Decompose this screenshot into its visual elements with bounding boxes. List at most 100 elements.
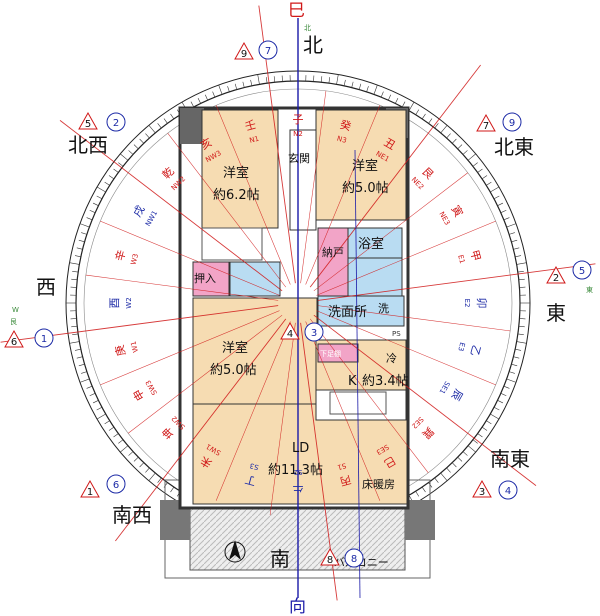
degree-tick	[477, 433, 483, 438]
degree-tick	[481, 426, 488, 431]
degree-tick	[92, 202, 99, 206]
marker-triangle-number: 4	[287, 329, 293, 340]
marker-triangle-icon	[476, 113, 496, 132]
direction-north: 北	[303, 33, 323, 57]
sector-line	[316, 310, 496, 386]
degree-tick	[446, 133, 451, 139]
degree-tick	[421, 113, 426, 120]
sector-code: N3	[336, 135, 347, 145]
degree-tick	[477, 168, 483, 173]
degree-tick	[462, 451, 468, 456]
degree-tick	[163, 118, 168, 124]
degree-tick	[518, 278, 525, 281]
marker-circle-icon	[498, 480, 518, 500]
degree-tick	[516, 262, 527, 265]
sector-line	[215, 321, 291, 501]
marker-triangle-icon	[320, 547, 340, 566]
sector-line	[85, 274, 279, 301]
degree-tick	[493, 195, 500, 200]
sector-code: SE1	[438, 380, 452, 396]
sector-code: E2	[463, 299, 471, 308]
degree-tick	[434, 123, 439, 129]
sector-line	[300, 90, 327, 284]
sector-code: NE2	[410, 176, 426, 192]
degree-tick	[503, 385, 510, 389]
sector-glyph: 子	[293, 113, 304, 126]
sector-glyph: 卯	[475, 298, 488, 309]
degree-tick	[451, 462, 457, 468]
degree-tick	[358, 83, 362, 90]
axis-bottom-label: 向	[289, 597, 306, 616]
degree-tick	[108, 175, 115, 180]
degree-tick	[78, 363, 85, 367]
marker-circle-number: 7	[265, 46, 271, 57]
room-kitchen-size: 約3.4帖	[362, 374, 409, 389]
degree-tick	[421, 486, 426, 493]
room-ld-size: 約11.3帖	[268, 463, 323, 478]
degree-tick	[257, 74, 260, 85]
degree-tick	[343, 79, 346, 86]
direction-west: 西	[36, 275, 56, 299]
marker-triangle-icon	[280, 321, 300, 340]
degree-tick	[76, 247, 83, 250]
degree-tick	[69, 262, 80, 265]
room-senmenjo: 洗面所	[328, 305, 367, 320]
degree-tick	[388, 94, 392, 101]
degree-tick	[493, 406, 500, 411]
sector-glyph: 巽	[419, 424, 436, 441]
degree-tick	[104, 420, 110, 425]
marker-triangle-number: 6	[11, 337, 17, 348]
degree-tick	[118, 439, 124, 444]
marker-circle-number: 9	[509, 118, 515, 129]
degree-tick	[486, 181, 492, 186]
sector-glyph: 寅	[449, 203, 467, 220]
degree-tick	[497, 400, 504, 404]
degree-ticks	[66, 71, 530, 535]
degree-tick	[515, 255, 522, 258]
marker-triangle-icon	[80, 479, 100, 498]
degree-tick	[69, 341, 80, 344]
room-sen: 洗	[378, 302, 389, 315]
degree-tick	[148, 472, 156, 481]
room-western-ne-name: 洋室	[352, 158, 378, 174]
marker-circle-icon	[34, 328, 54, 348]
degree-tick	[351, 81, 354, 88]
degree-tick	[170, 113, 175, 120]
sector-glyph: 乙	[468, 343, 483, 357]
sector-glyph: 艮	[419, 165, 436, 182]
sector-code: N1	[249, 135, 260, 145]
sector-line	[215, 105, 291, 285]
sector-line	[313, 172, 468, 292]
degree-tick	[81, 232, 87, 235]
degree-tick	[506, 223, 517, 228]
marker-circle-icon	[502, 112, 522, 132]
degree-tick	[89, 209, 96, 213]
degree-tick	[78, 239, 85, 243]
degree-tick	[204, 94, 208, 101]
marker-circle-number: 2	[113, 118, 119, 129]
degree-tick	[415, 491, 420, 497]
degree-tick	[81, 371, 87, 374]
room-ps: PS	[392, 330, 401, 338]
degree-tick	[157, 477, 162, 483]
degree-tick	[517, 333, 524, 336]
sector-line	[317, 263, 596, 301]
sector-code: NW1	[144, 209, 159, 227]
direction-east: 東	[546, 301, 566, 325]
sector-code: SW3	[144, 379, 159, 397]
direction-northeast: 北東	[494, 135, 534, 159]
degree-tick	[467, 153, 476, 161]
room-nando: 納戸	[322, 246, 344, 259]
sector-code: N2	[293, 130, 303, 138]
degree-tick	[373, 84, 378, 95]
degree-tick	[467, 445, 476, 453]
degree-tick	[108, 426, 115, 431]
degree-tick	[401, 101, 406, 108]
room-western-nw-size: 約6.2帖	[213, 188, 260, 203]
degree-tick	[79, 223, 90, 228]
direction-southeast: 南東	[490, 447, 530, 471]
degree-tick	[518, 325, 525, 328]
sector-glyph: 酉	[108, 298, 121, 309]
